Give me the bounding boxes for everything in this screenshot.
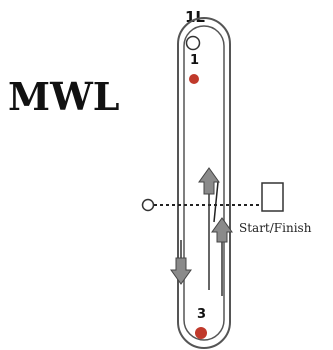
down-arrow-icon (170, 240, 192, 285)
up-arrow-upper-icon (198, 167, 220, 290)
point-3-dot (195, 327, 207, 339)
point-3-label: 3 (197, 307, 206, 322)
track-inner-outline (183, 25, 225, 341)
up-arrow-lower-icon (211, 217, 233, 296)
start-finish-label: Start/Finish (239, 221, 312, 235)
diagram-title: MWL (8, 74, 119, 119)
point-1-label: 1 (190, 53, 199, 68)
start-finish-tick (213, 181, 219, 223)
track-outer-outline (177, 17, 231, 349)
point-1-dot (189, 74, 199, 84)
start-finish-box (261, 182, 284, 212)
top-marker-circle (185, 35, 201, 51)
start-left-circle (141, 198, 155, 212)
